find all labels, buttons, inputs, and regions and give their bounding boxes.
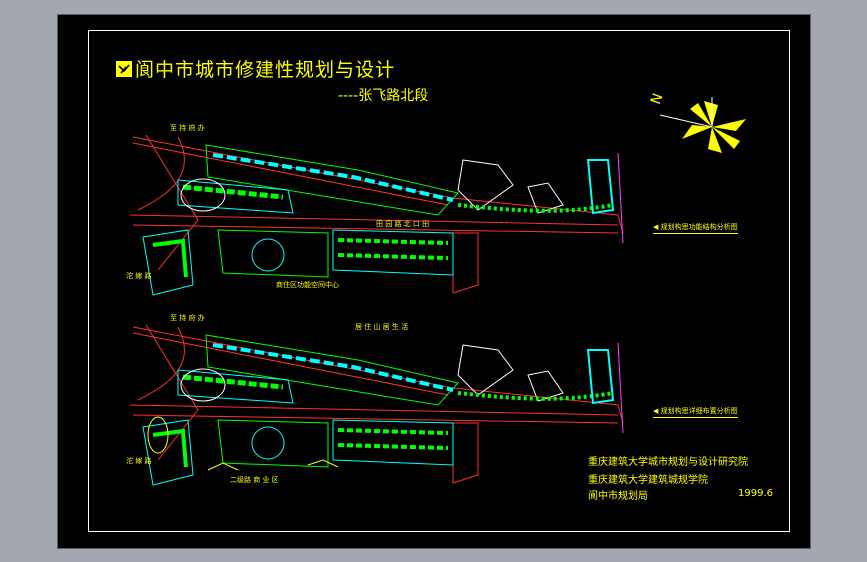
legend-bottom: ◀ 规划构思详细布置分析图 <box>653 406 738 418</box>
compass-icon <box>659 97 746 153</box>
legend-top: ◀ 规划构思功能结构分析图 <box>653 222 738 234</box>
annotation: 至 持 府 办 <box>170 124 205 132</box>
cad-viewport[interactable]: 阆中市城市修建性规划与设计 ----张飞路北段 N <box>58 15 810 548</box>
drawing-title: 阆中市城市修建性规划与设计 <box>135 59 396 81</box>
org-line: 阆中市规划局 <box>588 491 648 502</box>
annotation: 商住区功能空间中心 <box>276 281 339 289</box>
site-plan-lower <box>129 324 624 486</box>
annotation: 居 住 山 居 生 活 <box>355 323 409 331</box>
annotation: 至 持 府 办 <box>170 314 205 322</box>
cad-logo-icon <box>116 60 132 77</box>
annotation: 沱 嫁 路 <box>126 457 152 465</box>
org-line: 重庆建筑大学建筑城规学院 <box>588 475 708 486</box>
sheet-border <box>88 30 790 532</box>
site-plan-upper <box>129 134 624 296</box>
org-line: 重庆建筑大学城市规划与设计研究院 <box>588 457 748 468</box>
annotation: 二级路 商 业 区 <box>230 476 279 484</box>
drawing-date: 1999.6 <box>738 488 773 499</box>
annotation: 田 园 路 北 口 田 <box>376 220 430 228</box>
site-plan-drawing <box>129 97 746 486</box>
drawing-subtitle: ----张飞路北段 <box>338 88 429 104</box>
title-block: 阆中市城市修建性规划与设计 <box>116 55 395 82</box>
annotation: 沱 嫁 路 <box>126 272 152 280</box>
